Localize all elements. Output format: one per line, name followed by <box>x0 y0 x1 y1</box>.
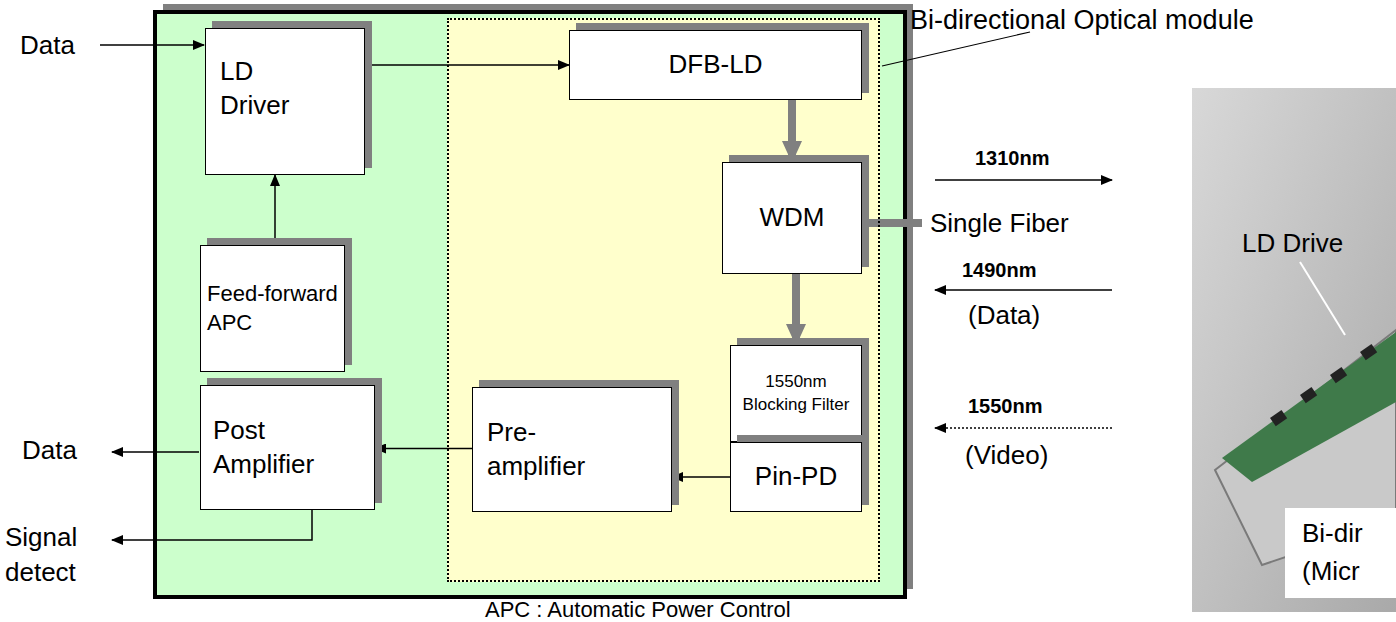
board-housing <box>155 12 905 597</box>
photo-part <box>1270 410 1287 426</box>
annotation-label: 1310nm <box>975 146 1050 170</box>
fiber-line <box>860 219 922 227</box>
photo-part <box>1330 367 1347 383</box>
block-label: 1550nm Blocking Filter <box>736 371 856 415</box>
annotation-label: Data <box>22 435 77 466</box>
annotation-label: Bi-dir <box>1302 518 1363 549</box>
annotation-label: APC : Automatic Power Control <box>485 597 791 622</box>
photodiode-box: Pin-PD <box>730 442 862 512</box>
block-label: LD Driver <box>220 55 315 123</box>
amplifier-box: Post Amplifier <box>200 385 375 510</box>
upstream-arrow <box>935 179 1112 181</box>
optical-path <box>792 274 800 345</box>
optical-module-region: Bi-directional Optical moduleDFB-LDWDM15… <box>447 18 880 582</box>
signal-detect-wire <box>112 510 312 540</box>
annotation-label: Single Fiber <box>930 208 1069 239</box>
annotation-label: Signal detect <box>5 520 97 590</box>
block-label: Post Amplifier <box>213 414 348 482</box>
module-heading: Bi-directional Optical module <box>910 3 1254 38</box>
photo-part <box>1300 387 1317 403</box>
apc-box: Feed-forward APC <box>200 245 345 372</box>
driver-box: LD Driver <box>205 28 365 175</box>
downstream-arrow <box>935 289 1112 291</box>
block-label: DFB-LD <box>669 48 763 82</box>
block-label: Pre-amplifier <box>487 416 612 484</box>
amplifier-box: Pre-amplifier <box>472 387 672 512</box>
annotation-label: LD Drive <box>1242 228 1343 259</box>
signal-arrow <box>365 64 569 66</box>
block-label: Feed-forward APC <box>207 280 340 337</box>
leader-line <box>882 32 1030 66</box>
module-photo <box>1192 88 1396 612</box>
data-in-wire <box>100 44 204 46</box>
wdm-box: WDM <box>722 162 862 274</box>
block-label: Pin-PD <box>755 460 837 494</box>
laser-box: DFB-LD <box>569 30 862 100</box>
annotation-label: (Data) <box>968 300 1040 331</box>
photo-pcb <box>1222 332 1396 482</box>
video-arrow <box>935 427 1112 429</box>
photo-part <box>1360 344 1377 360</box>
annotation-label: Data <box>20 30 75 61</box>
annotation-label: 1550nm <box>968 394 1043 418</box>
housing-shadow <box>163 4 913 589</box>
annotation-label: (Video) <box>965 440 1048 471</box>
data-out-wire <box>112 451 199 453</box>
signal-arrow <box>375 448 472 450</box>
signal-arrow <box>672 476 730 478</box>
annotation-label: (Micr <box>1302 556 1360 587</box>
annotation-label: 1490nm <box>962 258 1037 282</box>
photo-leader <box>1300 262 1345 335</box>
photo-label-patch <box>1285 508 1396 598</box>
block-label: WDM <box>760 201 825 235</box>
module-fill <box>447 18 880 582</box>
signal-arrow <box>274 175 276 245</box>
filter-box: 1550nm Blocking Filter <box>730 345 862 442</box>
optical-path <box>788 100 796 162</box>
